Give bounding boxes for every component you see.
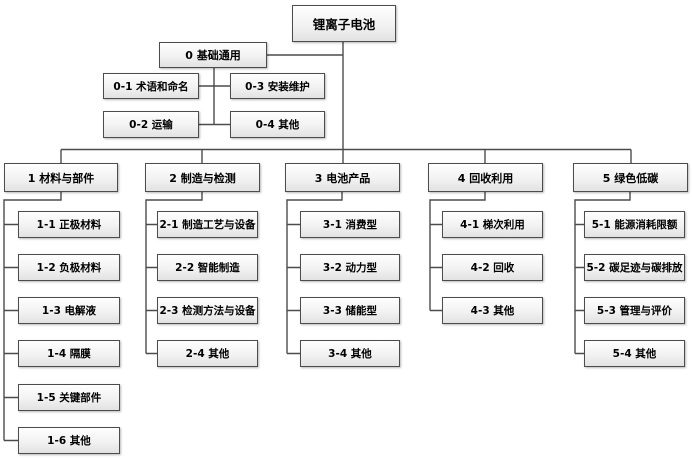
node-0-4: 0-4 其他 [230, 111, 325, 138]
node-4-2: 4-2 回收 [442, 254, 543, 281]
node-0-1: 0-1 术语和命名 [103, 73, 199, 99]
node-1-1: 1-1 正极材料 [18, 211, 120, 238]
node-branch-2: 2 制造与检测 [145, 163, 260, 192]
node-0-3: 0-3 安装维护 [230, 73, 325, 99]
node-5-4: 5-4 其他 [584, 340, 685, 367]
node-1-4: 1-4 隔膜 [18, 340, 120, 367]
node-0-general: 0 基础通用 [159, 42, 267, 68]
node-2-3: 2-3 检测方法与设备 [157, 297, 258, 324]
node-1-6: 1-6 其他 [18, 427, 120, 454]
node-1-5: 1-5 关键部件 [18, 384, 120, 411]
node-1-3: 1-3 电解液 [18, 297, 120, 324]
node-0-2: 0-2 运输 [103, 111, 199, 138]
node-2-4: 2-4 其他 [157, 340, 258, 367]
node-5-2: 5-2 碳足迹与碳排放 [584, 254, 685, 281]
node-branch-4: 4 回收利用 [428, 163, 543, 192]
node-2-2: 2-2 智能制造 [157, 254, 258, 281]
node-3-3: 3-3 储能型 [300, 297, 400, 324]
node-3-4: 3-4 其他 [300, 340, 400, 367]
node-3-2: 3-2 动力型 [300, 254, 400, 281]
node-branch-1: 1 材料与部件 [4, 163, 118, 192]
node-4-1: 4-1 梯次利用 [442, 211, 543, 238]
node-3-1: 3-1 消费型 [300, 211, 400, 238]
node-branch-5: 5 绿色低碳 [573, 163, 688, 192]
node-5-1: 5-1 能源消耗限额 [584, 211, 685, 238]
node-2-1: 2-1 制造工艺与设备 [157, 211, 258, 238]
node-1-2: 1-2 负极材料 [18, 254, 120, 281]
node-5-3: 5-3 管理与评价 [584, 297, 685, 324]
node-4-3: 4-3 其他 [442, 297, 543, 324]
node-root: 锂离子电池 [292, 5, 396, 42]
node-branch-3: 3 电池产品 [285, 163, 400, 192]
